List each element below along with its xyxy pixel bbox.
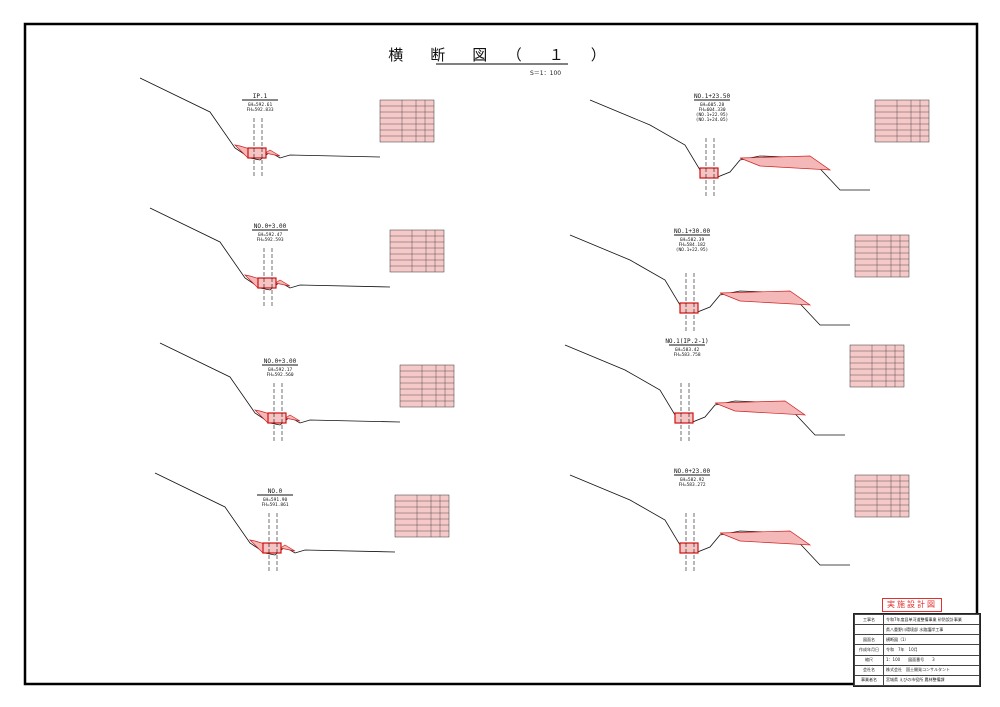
cross-section: NO.1+30.00GH=582.39FH=584.182(NO.1+22.95… <box>569 228 910 333</box>
title-block-row: 県八重野川環境部 水路護岸工事 <box>854 624 980 636</box>
title-block-value: 株式会社 国土開発コンサルタント <box>883 664 980 676</box>
section-elevation: GH=592.17 <box>268 367 293 373</box>
title-block-value: 1：100 図面番号 3 <box>883 654 980 666</box>
fill-area <box>714 400 807 416</box>
title-block-row: 会社名株式会社 国土開発コンサルタント <box>854 664 980 676</box>
quantity-table <box>379 99 435 143</box>
title-block-row: 工事名令和7年度县单河道整備事業 砂防設計事業 <box>854 613 980 626</box>
section-label: NO.0 <box>268 488 283 495</box>
ground-line <box>149 207 391 291</box>
title-block-table: 工事名令和7年度县单河道整備事業 砂防設計事業県八重野川環境部 水路護岸工事図面… <box>854 613 980 687</box>
quantity-table <box>874 99 930 143</box>
section-elevation: FH=583.272 <box>678 482 705 488</box>
title-block-value: 令和 7年 10月 <box>883 644 980 656</box>
section-elevation: (NO.1+24.05) <box>696 117 729 123</box>
section-elevation: GH=605.28 <box>700 102 725 108</box>
sections-layer: IP.1GH=592.61FH=592.833NO.0+3.00GH=592.4… <box>139 77 930 573</box>
ditch-structure <box>674 412 694 424</box>
title-block-key: 図面名 <box>854 634 884 646</box>
section-elevation: (NO.1+22.95) <box>676 247 709 253</box>
section-label: NO.1(IP.2-1) <box>665 338 708 345</box>
fill-area <box>739 155 832 171</box>
title-area: 横 断 図 （ １ ） S＝1：100 <box>380 44 620 77</box>
title-block-key: 会社名 <box>854 664 884 676</box>
section-elevation: FH=604.330 <box>698 107 725 113</box>
ditch-structure <box>257 277 277 289</box>
cross-section: NO.1+23.50GH=605.28FH=604.330(NO.1+22.95… <box>589 93 930 198</box>
sheet-title: 横 断 図 （ １ ） <box>388 46 612 64</box>
title-block-key: 事業者名 <box>854 674 884 687</box>
title-block-key: 工事名 <box>854 613 884 626</box>
ground-line <box>159 342 401 426</box>
title-block-value: 横断図（1） <box>883 634 980 646</box>
section-elevation: FH=583.758 <box>673 352 700 358</box>
ground-line <box>569 234 850 326</box>
section-elevation: FH=592.833 <box>246 107 273 113</box>
quantity-table <box>849 344 905 388</box>
ground-line <box>564 344 845 436</box>
section-elevation: (NO.1+22.95) <box>696 112 729 118</box>
ditch-structure <box>679 302 699 314</box>
quantity-table <box>389 229 445 273</box>
ground-line <box>569 474 850 566</box>
fill-area <box>719 290 812 306</box>
section-elevation: FH=592.593 <box>256 237 283 243</box>
title-block-value: 令和7年度县单河道整備事業 砂防設計事業 <box>883 613 980 626</box>
section-elevation: GH=591.90 <box>263 497 288 503</box>
quantity-table <box>854 234 910 278</box>
quantity-table <box>854 474 910 518</box>
section-label: NO.1+23.50 <box>694 93 731 100</box>
ground-line <box>139 77 381 161</box>
section-label: NO.1+30.00 <box>674 228 711 235</box>
section-label: NO.0+3.00 <box>264 358 297 365</box>
ditch-structure <box>247 147 267 159</box>
title-block: 工事名令和7年度县单河道整備事業 砂防設計事業県八重野川環境部 水路護岸工事図面… <box>853 613 981 687</box>
quantity-table <box>399 364 455 408</box>
ground-line <box>589 99 870 191</box>
section-elevation: GH=583.42 <box>675 347 700 353</box>
title-block-value: 県八重野川環境部 水路護岸工事 <box>883 624 980 636</box>
section-elevation: GH=592.47 <box>258 232 283 238</box>
title-block-row: 図面名横断図（1） <box>854 634 980 646</box>
title-block-row: 事業者名宮城県 えびの市役所 農林整備課 <box>854 674 980 687</box>
quantity-table <box>394 494 450 538</box>
title-block-key: 作成年月日 <box>854 644 884 656</box>
section-elevation: FH=591.861 <box>261 502 288 508</box>
section-elevation: FH=584.182 <box>678 242 705 248</box>
sheet-scale: S＝1：100 <box>530 70 562 77</box>
ditch-structure <box>267 412 287 424</box>
title-block-row: 作成年月日令和 7年 10月 <box>854 644 980 656</box>
section-label: IP.1 <box>253 93 268 100</box>
ditch-structure <box>679 542 699 554</box>
ground-line <box>154 472 396 556</box>
section-elevation: FH=592.560 <box>266 372 293 378</box>
section-label: NO.0+3.00 <box>254 223 287 230</box>
title-block-key: 縮尺 <box>854 654 884 666</box>
section-elevation: GH=592.61 <box>248 102 273 108</box>
section-elevation: GH=582.39 <box>680 237 705 243</box>
fill-area <box>719 530 812 546</box>
ditch-structure <box>699 167 719 179</box>
ditch-structure <box>262 542 282 554</box>
title-block-key <box>854 624 884 636</box>
section-elevation: GH=582.92 <box>680 477 705 483</box>
outer-border <box>23 22 979 686</box>
section-label: NO.0+23.00 <box>674 468 711 475</box>
stamp: 実施設計図 <box>882 598 942 612</box>
title-block-value: 宮城県 えびの市役所 農林整備課 <box>883 674 980 687</box>
